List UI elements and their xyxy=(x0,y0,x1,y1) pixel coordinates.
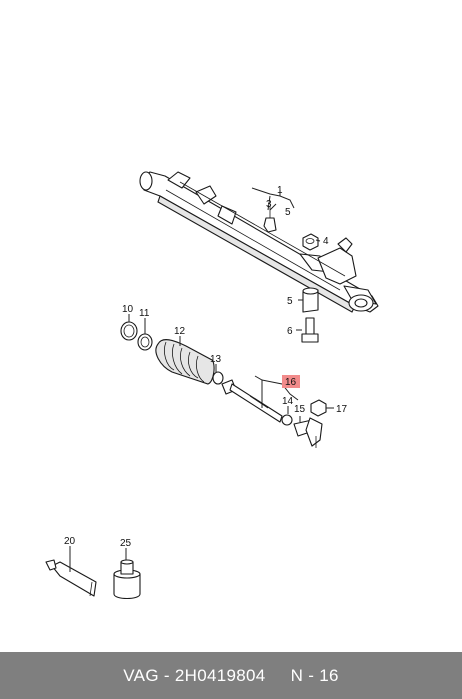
container-25 xyxy=(113,559,141,600)
callout-5a: 5 xyxy=(285,207,291,218)
clamp-11 xyxy=(137,333,153,351)
callout-1: 1 xyxy=(277,185,283,196)
brand-label: VAG xyxy=(123,665,159,685)
sleeve-5 xyxy=(302,287,319,313)
nut-14 xyxy=(281,414,293,426)
callout-17: 17 xyxy=(336,404,348,415)
callout-15: 15 xyxy=(294,404,306,415)
separator: - xyxy=(158,665,175,685)
callout-11: 11 xyxy=(139,308,150,319)
callout-12: 12 xyxy=(174,326,186,337)
callout-13: 13 xyxy=(210,354,222,365)
parts-diagram: 1 3 5 4 5 6 10 11 12 13 16 14 15 17 20 2… xyxy=(45,171,379,600)
callout-20: 20 xyxy=(64,536,76,547)
clamp-ring-10 xyxy=(120,321,138,341)
bolt-6 xyxy=(301,317,319,343)
tie-rod-end-15 xyxy=(293,417,323,448)
callout-6: 6 xyxy=(287,326,293,337)
callout-14: 14 xyxy=(282,396,294,407)
clamp-13 xyxy=(212,371,224,385)
grease-tube-20 xyxy=(45,559,97,597)
callout-16: 16 xyxy=(285,377,297,388)
callout-16-highlight xyxy=(282,375,300,388)
tie-rod-16 xyxy=(221,379,283,423)
callout-25: 25 xyxy=(120,538,132,549)
steering-rack-housing xyxy=(139,171,379,313)
nut-17 xyxy=(310,399,327,417)
bolt-3 xyxy=(263,206,277,233)
callout-4: 4 xyxy=(323,236,329,247)
spacer xyxy=(265,666,290,686)
position-label: N - 16 xyxy=(290,665,339,685)
nut-4 xyxy=(302,233,319,251)
part-info-footer: VAG - 2H0419804 N - 16 xyxy=(0,652,462,699)
leader-lines xyxy=(69,187,334,572)
bellows-boot-12 xyxy=(155,338,215,385)
callout-10: 10 xyxy=(122,304,134,315)
part-number: 2H0419804 xyxy=(174,665,266,685)
callout-3: 3 xyxy=(266,199,272,210)
callout-5b: 5 xyxy=(287,296,293,307)
